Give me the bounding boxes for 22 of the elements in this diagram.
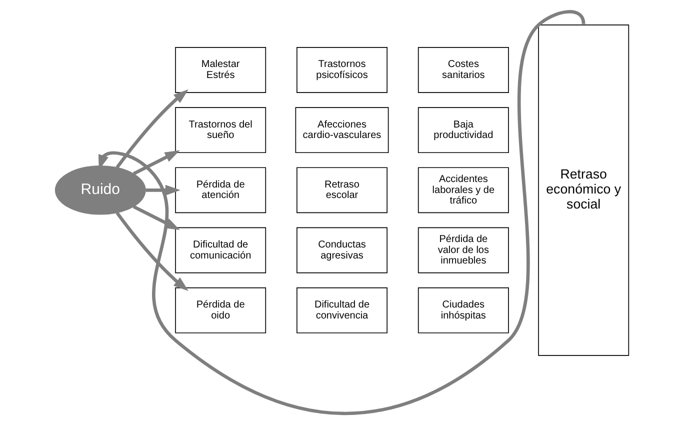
node-box: Retraso escolar — [296, 167, 388, 214]
arrow — [132, 205, 180, 230]
node-box: Trastornos psicofísicos — [296, 47, 388, 93]
node-box: Conductas agresivas — [296, 227, 388, 274]
node-box: Pérdida de atención — [175, 167, 266, 214]
node-box: Dificultad de comunicación — [175, 227, 266, 274]
arrow — [116, 212, 188, 291]
node-box: Trastornos del sueño — [175, 107, 266, 154]
node-box: Afecciones cardio-vasculares — [295, 107, 389, 154]
node-box: Accidentes laborales y de tráfico — [418, 167, 509, 214]
node-ellipse: Ruido — [54, 166, 146, 215]
node-box: Costes sanitarios — [418, 47, 509, 93]
arrow — [146, 184, 180, 196]
node-box: Pérdida de valor de los inmuebles — [418, 227, 509, 274]
node-box: Pérdida de oido — [175, 287, 266, 334]
node-box: Baja productividad — [418, 107, 509, 154]
node-box: Retraso económico y social — [538, 24, 630, 356]
arrow — [116, 89, 188, 169]
arrow — [132, 150, 180, 176]
node-box: Dificultad de convivencia — [296, 287, 388, 334]
node-box: Malestar Estrés — [175, 47, 266, 93]
node-box: Ciudades inhóspitas — [418, 287, 509, 334]
